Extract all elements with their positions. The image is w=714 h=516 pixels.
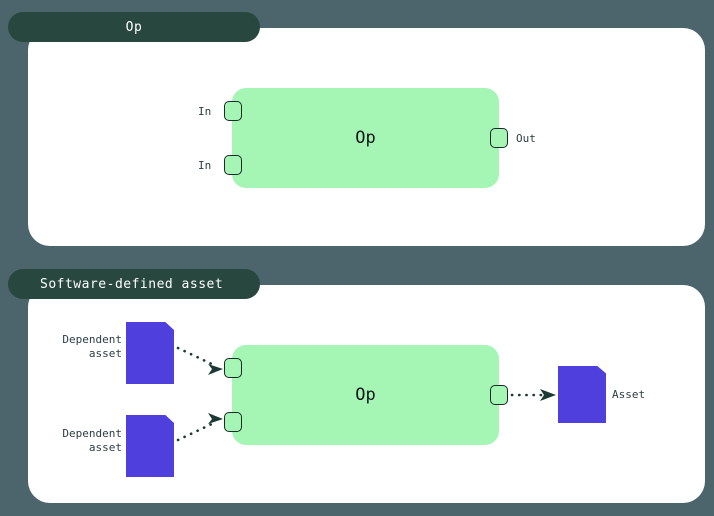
port-out-top-label: Out: [516, 132, 536, 145]
port-in-1-top[interactable]: [224, 101, 242, 121]
asset-label-output: Asset: [612, 388, 646, 401]
panel-op-title-badge: Op: [8, 12, 260, 42]
dependent-asset-label-2: Dependent asset: [62, 427, 122, 454]
panel-op-title-text: Op: [125, 19, 143, 35]
port-in-2-bottom[interactable]: [224, 412, 242, 432]
op-node-bottom[interactable]: Op: [232, 345, 499, 445]
op-node-bottom-label: Op: [355, 385, 376, 405]
op-node-top[interactable]: Op: [232, 88, 499, 188]
port-out-top[interactable]: [490, 128, 508, 148]
asset-icon-output[interactable]: [558, 366, 606, 423]
port-in-1-bottom[interactable]: [224, 358, 242, 378]
op-node-top-label: Op: [355, 128, 376, 148]
dependent-asset-icon-1[interactable]: [126, 322, 174, 384]
port-in-2-top-label: In: [198, 159, 212, 172]
port-in-2-top[interactable]: [224, 155, 242, 175]
dependent-asset-label-1: Dependent asset: [62, 333, 122, 360]
port-out-bottom[interactable]: [490, 385, 508, 405]
panel-software-defined-asset-title-text: Software-defined asset: [40, 276, 224, 292]
panel-software-defined-asset-title-badge: Software-defined asset: [8, 269, 260, 299]
port-in-1-top-label: In: [198, 105, 212, 118]
dependent-asset-icon-2[interactable]: [126, 415, 174, 477]
